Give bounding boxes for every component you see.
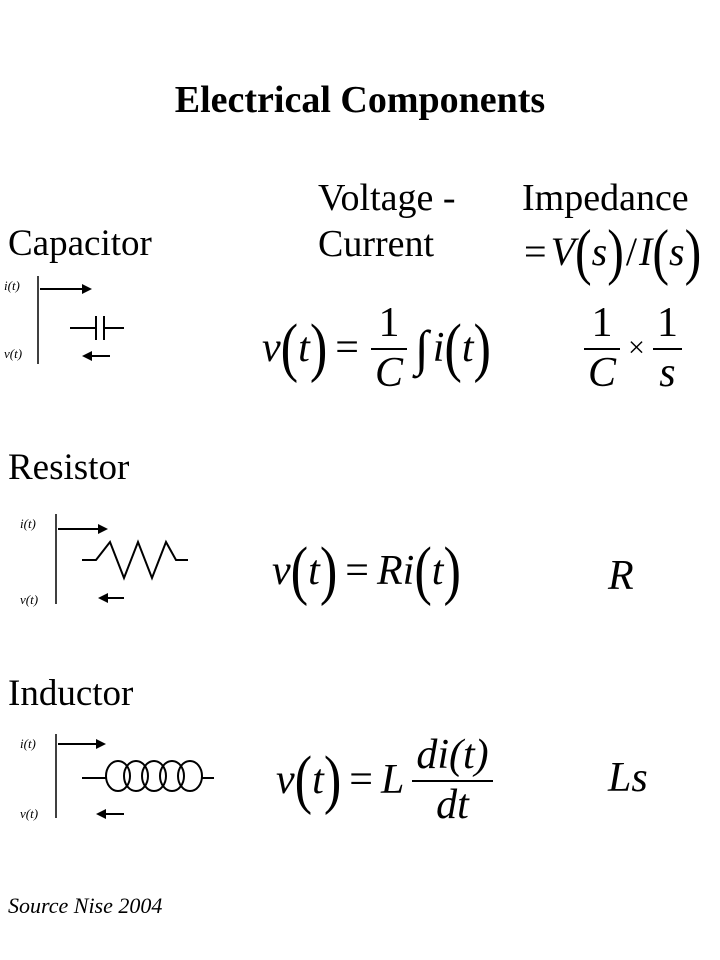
inductor-vi-denominator: dt [436,782,469,828]
resistor-current-label: i(t) [20,516,36,531]
resistor-vi-t: t [308,548,320,595]
voltage-current-header-line2: Current [318,223,435,265]
capacitor-vi-integral: ∫ [415,320,429,376]
resistor-vi-R: R [376,548,403,595]
capacitor-circuit: i(t) v(t) [0,272,140,372]
impedance-def-slash: / [625,228,638,274]
resistor-voltage-label: v(t) [20,592,39,607]
inductor-vi-L: L [380,757,405,803]
impedance-definition: = V (s) / I (s) [524,216,702,286]
capacitor-vi-denominator: C [374,350,403,396]
inductor-vi-numerator: di(t) [416,732,489,778]
capacitor-impedance: 1 C × 1 s [580,302,686,394]
capacitor-vi-i: i [432,325,445,371]
capacitor-impedance-num2: 1 [656,300,678,346]
capacitor-current-label: i(t) [4,278,20,293]
capacitor-label: Capacitor [8,223,152,264]
capacitor-vi-v: v [262,325,281,371]
resistor-impedance: R [608,553,634,599]
page-title: Electrical Components [174,79,546,121]
capacitor-vi-fraction: 1 C [370,300,407,396]
capacitor-impedance-num1: 1 [591,300,613,346]
inductor-impedance: Ls [608,755,648,801]
capacitor-impedance-fraction2: 1 s [652,300,682,396]
capacitor-impedance-den2: s [659,350,676,396]
resistor-label: Resistor [8,447,130,488]
inductor-circuit: i(t) v(t) [20,732,220,832]
inductor-current-label: i(t) [20,736,36,751]
capacitor-symbol [37,276,124,364]
inductor-voltage-label: v(t) [20,806,39,821]
capacitor-vi-equals: = [335,325,359,371]
capacitor-vi-equation: v (t) = 1 C ∫ i (t) [262,300,492,396]
voltage-current-header: Voltage - Current [318,175,456,267]
capacitor-impedance-times: × [628,331,645,364]
resistor-vi-t2: t [431,548,444,595]
voltage-current-header-line1: Voltage - [318,177,456,219]
impedance-header: Impedance [522,177,689,219]
inductor-label: Inductor [8,673,134,714]
resistor-vi-i: i [402,548,415,595]
impedance-def-s2: s [669,228,685,274]
capacitor-impedance-den1: C [588,350,617,396]
capacitor-voltage-label: v(t) [4,346,23,361]
impedance-def-I: I [639,228,653,274]
inductor-symbol [55,734,214,819]
capacitor-vi-t: t [298,325,310,371]
inductor-vi-fraction: di(t) dt [412,732,493,828]
resistor-circuit: i(t) v(t) [20,512,200,612]
impedance-def-s1: s [591,228,608,274]
inductor-vi-equals: = [349,757,373,803]
resistor-vi-v: v [272,548,291,595]
inductor-vi-t: t [312,757,324,803]
resistor-vi-equals: = [345,548,369,595]
resistor-vi-equation: v (t) = R i (t) [272,534,461,608]
capacitor-impedance-fraction1: 1 C [584,300,621,396]
capacitor-vi-t2: t [461,325,474,371]
capacitor-vi-numerator: 1 [378,300,400,346]
impedance-def-V: V [550,228,575,274]
resistor-symbol [55,514,188,604]
impedance-def-equals: = [524,228,547,274]
inductor-vi-equation: v (t) = L di(t) dt [276,734,497,826]
source-note: Source Nise 2004 [8,893,163,918]
inductor-vi-v: v [276,757,295,803]
